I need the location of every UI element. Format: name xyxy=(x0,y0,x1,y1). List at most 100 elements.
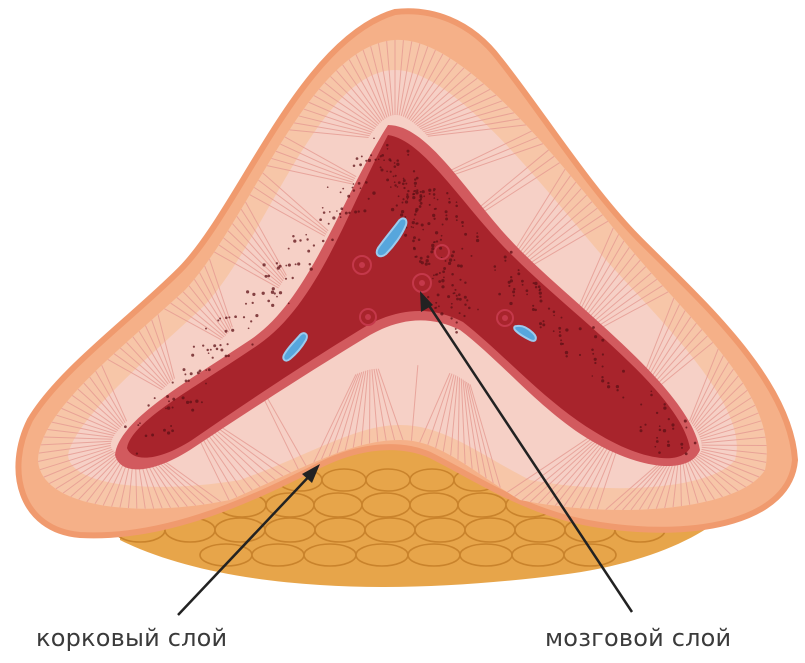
vessel-ring-center xyxy=(502,315,508,321)
medulla-dot xyxy=(292,235,294,237)
medulla-dot xyxy=(165,408,167,410)
medulla-dot xyxy=(183,368,186,371)
medulla-dot xyxy=(439,272,441,274)
medulla-dot xyxy=(446,192,448,194)
medulla-dot xyxy=(559,331,561,333)
medulla-dot xyxy=(216,348,219,351)
medulla-dot xyxy=(466,299,468,301)
medulla-dot xyxy=(421,261,424,264)
medulla-dot xyxy=(252,302,254,304)
medulla-dot xyxy=(412,227,414,229)
medulla-dot xyxy=(398,195,400,197)
medulla-dot xyxy=(685,427,687,429)
fat-lobule xyxy=(315,518,365,542)
medulla-dot xyxy=(172,398,175,401)
medulla-dot xyxy=(220,349,223,352)
medulla-dot xyxy=(191,354,194,357)
medulla-dot xyxy=(380,166,382,168)
medulla-dot xyxy=(309,263,311,265)
medulla-dot xyxy=(191,409,194,412)
medulla-dot xyxy=(170,425,172,427)
medulla-dot xyxy=(354,211,357,214)
medulla-dot xyxy=(443,277,445,279)
medulla-dot xyxy=(579,354,581,356)
medulla-dot xyxy=(476,236,478,238)
medulla-dot xyxy=(559,334,562,337)
medulla-dot xyxy=(659,425,661,427)
medulla-dot xyxy=(427,222,430,225)
medulla-dot xyxy=(457,264,460,267)
medulla-dot xyxy=(307,250,310,253)
medulla-dot xyxy=(494,265,497,268)
medulla-dot xyxy=(414,185,416,187)
medulla-dot xyxy=(167,431,170,434)
medulla-label: мозговой слой xyxy=(545,624,731,652)
fat-lobule xyxy=(512,544,564,566)
medulla-dot xyxy=(413,218,415,220)
medulla-dot xyxy=(412,221,415,224)
medulla-dot xyxy=(455,205,458,208)
medulla-dot xyxy=(412,240,415,243)
medulla-dot xyxy=(671,423,674,426)
medulla-dot xyxy=(451,254,454,257)
medulla-dot xyxy=(405,200,408,203)
medulla-dot xyxy=(228,316,230,318)
medulla-dot xyxy=(451,273,454,276)
medulla-dot xyxy=(640,403,642,405)
medulla-dot xyxy=(219,344,221,346)
medulla-dot xyxy=(659,429,662,432)
medulla-dot xyxy=(219,318,221,320)
medulla-dot xyxy=(405,183,407,185)
medulla-dot xyxy=(166,395,169,398)
medulla-dot xyxy=(435,302,437,304)
medulla-dot xyxy=(139,422,141,424)
medulla-dot xyxy=(395,175,397,177)
medulla-dot xyxy=(441,285,444,288)
medulla-dot xyxy=(199,370,202,373)
medulla-dot xyxy=(423,195,425,197)
fat-lobule xyxy=(265,518,315,542)
medulla-dot xyxy=(445,214,447,216)
medulla-dot xyxy=(464,281,466,283)
medulla-dot xyxy=(667,441,669,443)
medulla-dot xyxy=(288,264,291,267)
medulla-dot xyxy=(353,164,356,167)
medulla-dot xyxy=(616,385,619,388)
medulla-dot xyxy=(386,178,389,181)
medulla-dot xyxy=(419,205,422,208)
medulla-dot xyxy=(455,331,458,334)
medulla-dot xyxy=(656,412,658,414)
medulla-dot xyxy=(299,239,301,241)
medulla-dot xyxy=(407,154,409,156)
medulla-dot xyxy=(271,304,274,307)
medulla-dot xyxy=(412,193,414,195)
medulla-dot xyxy=(368,159,371,162)
medulla-dot xyxy=(403,178,405,180)
fat-lobule xyxy=(356,544,408,566)
medulla-dot xyxy=(539,322,542,325)
vessel-ring-center xyxy=(365,314,371,320)
medulla-dot xyxy=(504,256,507,259)
medulla-dot xyxy=(439,247,442,250)
medulla-dot xyxy=(456,321,458,323)
medulla-dot xyxy=(455,328,457,330)
fat-lobule xyxy=(458,493,506,517)
medulla-dot xyxy=(454,289,456,291)
fat-lobule xyxy=(252,544,304,566)
medulla-dot xyxy=(246,290,249,293)
medulla-dot xyxy=(448,198,450,200)
medulla-dot xyxy=(390,171,392,173)
medulla-dot xyxy=(540,300,543,303)
medulla-dot xyxy=(456,298,459,301)
medulla-dot xyxy=(243,316,245,318)
medulla-dot xyxy=(368,198,370,200)
medulla-dot xyxy=(182,396,185,399)
medulla-dot xyxy=(353,189,355,191)
medulla-dot xyxy=(212,357,214,359)
medulla-dot xyxy=(400,213,403,216)
medulla-dot xyxy=(440,239,442,241)
medulla-dot xyxy=(553,330,555,332)
medulla-dot xyxy=(345,212,348,215)
medulla-dot xyxy=(227,355,230,358)
medulla-dot xyxy=(217,319,219,321)
